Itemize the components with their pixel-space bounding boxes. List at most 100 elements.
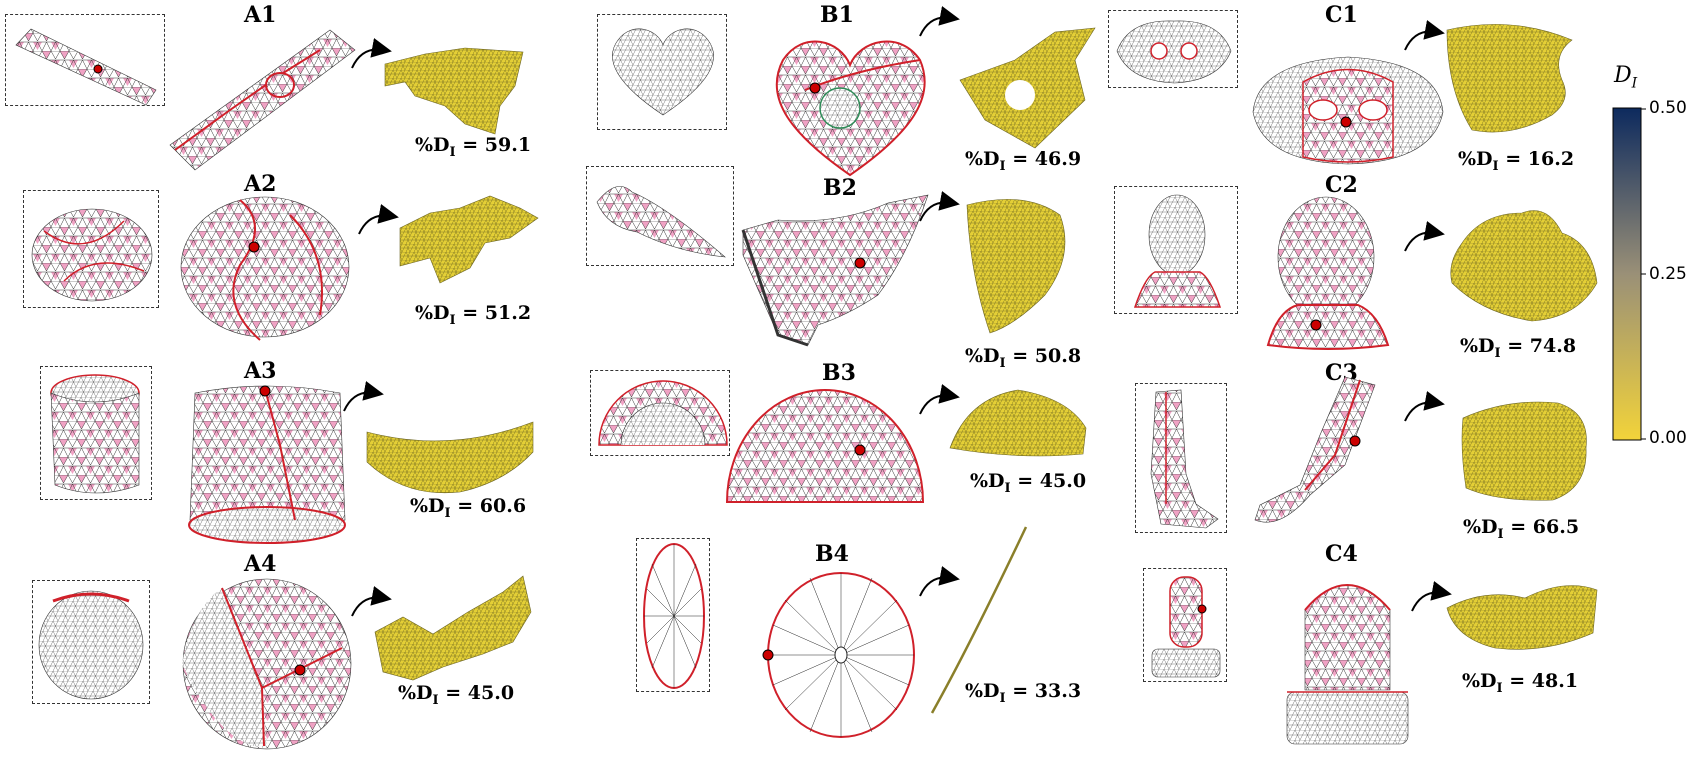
arrow-a4 (351, 586, 392, 617)
mesh-c1 (1252, 56, 1444, 165)
arrow-c1 (1404, 20, 1445, 51)
thumbnail-a4 (32, 580, 150, 704)
metric-value-c3: 66.5 (1532, 516, 1580, 538)
metric-value-b4: 33.3 (1034, 680, 1082, 702)
mesh-c3 (1254, 376, 1376, 523)
metric-prefix: %D (970, 470, 1005, 492)
metric-a4: %DI = 45.0 (398, 682, 515, 708)
colorbar-tick-low: 0.00 (1649, 428, 1687, 448)
panel-label-b4: B4 (815, 541, 849, 567)
metric-value-a3: 60.6 (479, 495, 527, 517)
arrow-b3 (919, 384, 960, 415)
thumbnail-b4 (636, 538, 710, 692)
mesh-b4 (762, 572, 915, 738)
arrow-b1 (919, 6, 960, 37)
metric-prefix: %D (1460, 335, 1495, 357)
mesh-c4 (1286, 584, 1409, 745)
mesh-thumbnail-c4 (1151, 576, 1221, 678)
metric-b3: %DI = 45.0 (970, 470, 1087, 496)
panel-label-b3: B3 (822, 360, 856, 386)
arrow-a3 (343, 381, 384, 412)
arrow-a1 (351, 38, 392, 69)
thumbnail-c1 (1108, 10, 1238, 88)
mesh-a3 (188, 385, 346, 544)
metric-sub: I (999, 355, 1006, 371)
arrow-c2 (1404, 221, 1445, 252)
colorbar (1612, 107, 1646, 441)
mesh-thumbnail-a1 (15, 28, 157, 106)
thumbnail-b3 (590, 370, 730, 456)
parameterization-a2 (399, 195, 539, 284)
metric-value-a1: 59.1 (484, 134, 532, 156)
metric-prefix: %D (965, 345, 1000, 367)
metric-prefix: %D (965, 680, 1000, 702)
metric-sub: I (999, 690, 1006, 706)
mesh-b1 (775, 40, 926, 177)
metric-value-a4: 45.0 (467, 682, 515, 704)
metric-sub: I (432, 692, 439, 708)
thumbnail-b1 (597, 14, 727, 130)
metric-b1: %DI = 46.9 (965, 148, 1082, 174)
metric-sub: I (1497, 526, 1504, 542)
mesh-b2 (741, 194, 929, 347)
mesh-a4 (182, 578, 352, 750)
arrow-c4 (1411, 581, 1452, 612)
arrow-c3 (1404, 391, 1445, 422)
thumbnail-a2 (23, 190, 159, 308)
mesh-a1 (169, 29, 356, 171)
panel-label-a4: A4 (244, 551, 277, 577)
thumbnail-a3 (40, 366, 152, 500)
parameterization-a1 (384, 47, 524, 135)
metric-prefix: %D (415, 134, 450, 156)
metric-value-c1: 16.2 (1527, 148, 1575, 170)
metric-sub: I (999, 158, 1006, 174)
metric-b4: %DI = 33.3 (965, 680, 1082, 706)
metric-c4: %DI = 48.1 (1462, 670, 1579, 696)
metric-value-c2: 74.8 (1529, 335, 1577, 357)
metric-value-a2: 51.2 (484, 302, 532, 324)
metric-c3: %DI = 66.5 (1463, 516, 1580, 542)
arrow-a2 (358, 204, 399, 235)
metric-value-b3: 45.0 (1039, 470, 1087, 492)
thumbnail-c4 (1143, 568, 1227, 682)
parameterization-a3 (366, 421, 534, 494)
thumbnail-c2 (1114, 186, 1238, 314)
parameterization-a4 (374, 575, 532, 681)
metric-sub: I (1496, 680, 1503, 696)
metric-a3: %DI = 60.6 (410, 495, 527, 521)
metric-value-b2: 50.8 (1034, 345, 1082, 367)
metric-a2: %DI = 51.2 (415, 302, 532, 328)
metric-prefix: %D (965, 148, 1000, 170)
colorbar-tick-high: 0.50 (1649, 98, 1687, 118)
metric-sub: I (444, 505, 451, 521)
colorbar-title-sub: I (1631, 75, 1638, 92)
colorbar-title: DI (1614, 63, 1637, 91)
metric-a1: %DI = 59.1 (415, 134, 532, 160)
metric-sub: I (1492, 158, 1499, 174)
parameterization-b4 (930, 526, 1028, 714)
metric-sub: I (1494, 345, 1501, 361)
metric-c2: %DI = 74.8 (1460, 335, 1577, 361)
metric-value-c4: 48.1 (1531, 670, 1579, 692)
mesh-thumbnail-c3 (1150, 389, 1219, 529)
parameterization-c2 (1450, 210, 1598, 322)
mesh-a2 (180, 196, 350, 341)
mesh-thumbnail-b4 (643, 543, 705, 689)
thumbnail-c3 (1135, 383, 1227, 533)
colorbar-title-symbol: D (1614, 63, 1632, 88)
metric-prefix: %D (410, 495, 445, 517)
panel-label-b2: B2 (823, 175, 857, 201)
thumbnail-a1 (5, 14, 165, 106)
metric-b2: %DI = 50.8 (965, 345, 1082, 371)
parameterization-b1 (959, 27, 1096, 149)
mesh-thumbnail-a2 (31, 208, 153, 302)
mesh-thumbnail-c2 (1133, 194, 1222, 308)
panel-label-b1: B1 (820, 2, 854, 28)
arrow-b4 (919, 566, 960, 597)
metric-value-b1: 46.9 (1034, 148, 1082, 170)
panel-label-a3: A3 (244, 358, 277, 384)
mesh-thumbnail-b2 (596, 186, 726, 258)
panel-label-c1: C1 (1325, 2, 1358, 28)
metric-sub: I (1004, 480, 1011, 496)
mesh-thumbnail-a4 (38, 590, 144, 700)
